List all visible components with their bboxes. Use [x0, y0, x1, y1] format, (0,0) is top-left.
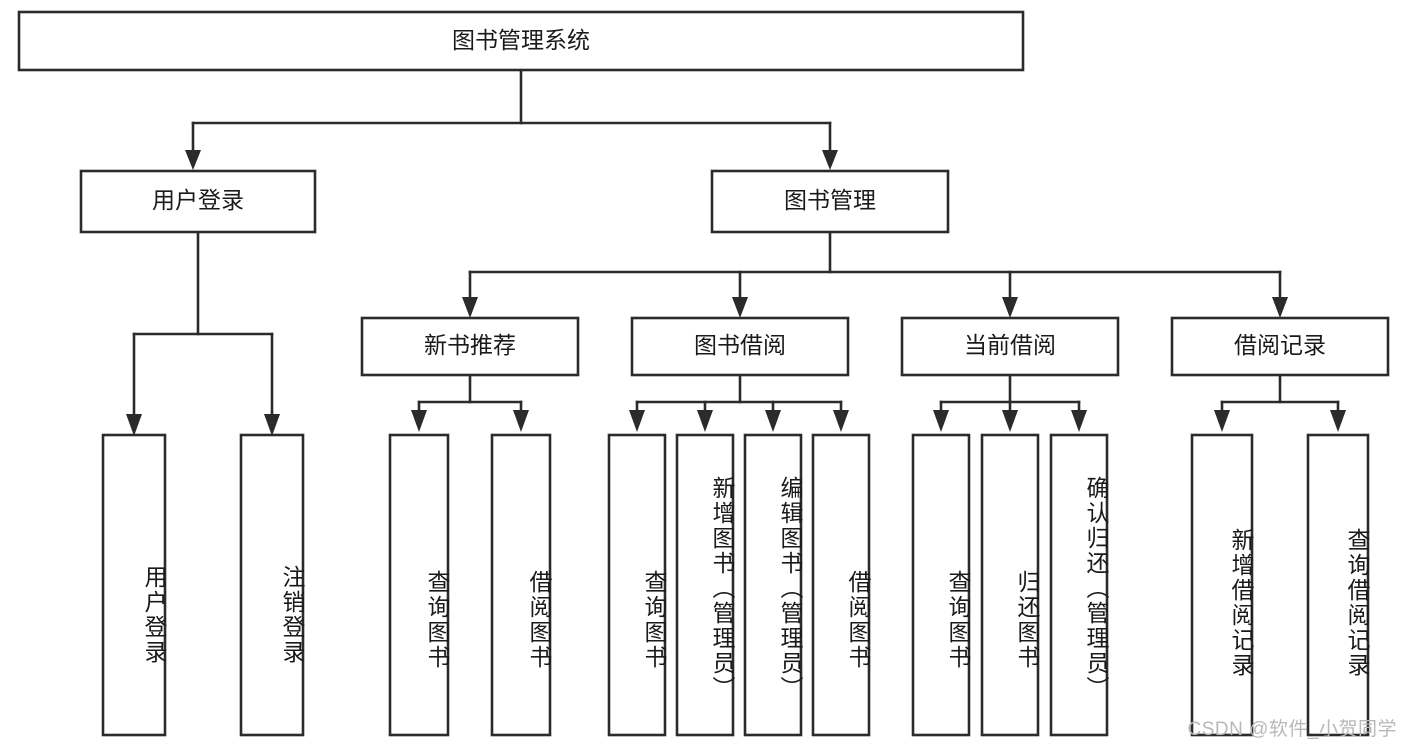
node-leaf-query-book-2-box[interactable] [607, 433, 667, 737]
node-book-borrow-label: 图书借阅 [694, 332, 786, 358]
node-leaf-query-book-3-box[interactable] [911, 433, 971, 737]
node-leaf-add-book-box[interactable] [675, 433, 735, 737]
arrow-head-leaf-logout-login [264, 414, 280, 436]
node-borrow-record-label: 借阅记录 [1234, 332, 1326, 358]
node-user-login-label: 用户登录 [152, 187, 244, 213]
arrow-head-borrow-record [1272, 297, 1288, 318]
arrow-head-leaf-query-book-2 [629, 410, 645, 432]
arrow-head-leaf-return-book [1002, 410, 1018, 432]
arrow-head-book-borrow [732, 297, 748, 318]
arrow-head-leaf-query-book-1 [411, 410, 427, 432]
node-user-login-box[interactable] [79, 169, 317, 234]
node-borrow-record-box[interactable] [1170, 316, 1390, 377]
node-new-book-recommend-box[interactable] [360, 316, 580, 377]
arrow-head-leaf-query-record [1330, 410, 1346, 432]
arrow-head-leaf-borrow-book-2 [833, 410, 849, 432]
node-leaf-edit-book-box[interactable] [743, 433, 803, 737]
node-root-box[interactable] [17, 10, 1025, 72]
arrow-head-leaf-user-login [126, 414, 142, 436]
arrow-head-leaf-edit-book [765, 410, 781, 432]
arrow-head-leaf-add-record [1214, 410, 1230, 432]
node-leaf-query-record-box[interactable] [1306, 433, 1370, 737]
arrow-head-user-login [185, 150, 201, 170]
node-book-borrow-box[interactable] [630, 316, 850, 377]
arrow-head-book-management [822, 150, 838, 170]
arrow-head-leaf-query-book-3 [933, 410, 949, 432]
node-leaf-return-book-box[interactable] [980, 433, 1040, 737]
node-leaf-add-record-box[interactable] [1190, 433, 1254, 737]
node-leaf-confirm-return-box[interactable] [1049, 433, 1109, 737]
node-leaf-query-book-1-box[interactable] [388, 433, 450, 737]
edges-group [126, 68, 1346, 436]
node-leaf-borrow-book-1-box[interactable] [490, 433, 552, 737]
arrow-head-leaf-borrow-book-1 [513, 410, 529, 432]
node-current-borrow-box[interactable] [900, 316, 1120, 377]
node-new-book-recommend-label: 新书推荐 [424, 332, 516, 358]
arrow-head-current-borrow [1002, 297, 1018, 318]
csdn-watermark: CSDN @软件_小贺同学 [1187, 719, 1397, 740]
arrow-head-leaf-confirm-return [1071, 410, 1087, 432]
node-root-label: 图书管理系统 [452, 27, 590, 53]
node-book-management-label: 图书管理 [784, 187, 876, 213]
node-current-borrow-label: 当前借阅 [964, 332, 1056, 358]
node-leaf-logout-login-box[interactable] [239, 433, 305, 737]
node-book-management-box[interactable] [710, 169, 950, 234]
node-leaf-borrow-book-2-box[interactable] [811, 433, 871, 737]
arrow-head-leaf-add-book [697, 410, 713, 432]
node-leaf-user-login-box[interactable] [101, 433, 167, 737]
nodes-group: 图书管理系统 用户登录 图书管理 新书推荐 图书借阅 当前借阅 借阅记录 [17, 10, 1390, 737]
arrow-head-new-book-recommend [462, 297, 478, 318]
